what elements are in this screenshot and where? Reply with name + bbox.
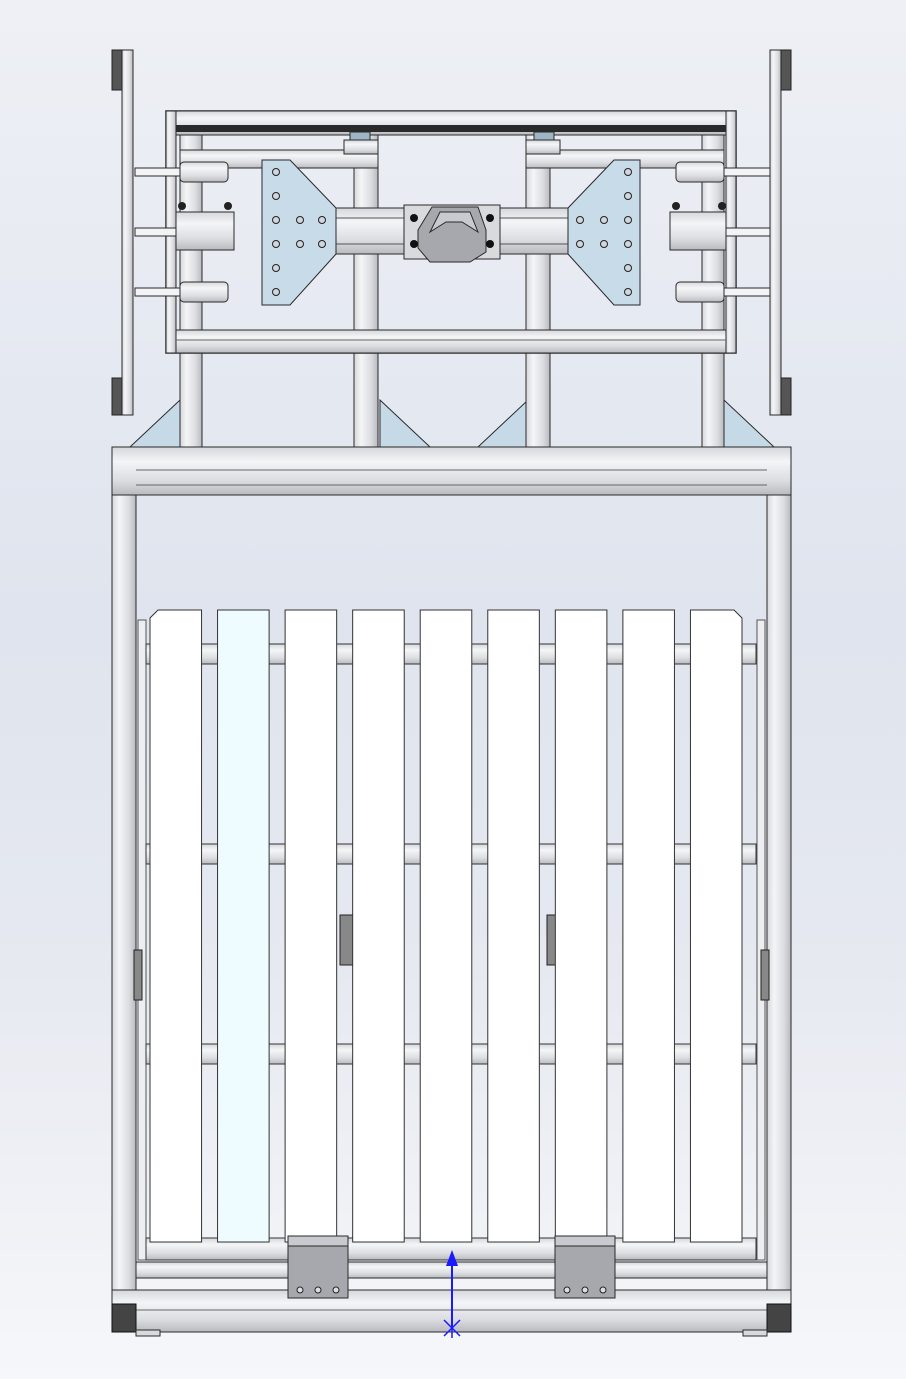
origin-marker-icon: [443, 1318, 461, 1338]
side-plate-clips: [111, 49, 792, 416]
slat-3[interactable]: [284, 609, 338, 1243]
slat-6[interactable]: [487, 609, 540, 1243]
slat-5[interactable]: [419, 609, 473, 1243]
gusset-plates: [128, 398, 776, 448]
bracket-plate-right[interactable]: [567, 159, 641, 306]
side-clamp-blocks: [175, 211, 727, 251]
slat-7[interactable]: [554, 609, 608, 1243]
lower-frame[interactable]: [111, 446, 792, 1337]
upper-clamp-assembly[interactable]: [111, 49, 792, 448]
actuator-carriage[interactable]: [403, 204, 501, 263]
slat-8[interactable]: [622, 609, 675, 1243]
base-corner-blocks: [111, 1303, 792, 1333]
bracket-plate-left[interactable]: [261, 159, 337, 306]
slat-4[interactable]: [352, 609, 405, 1243]
top-mount-blocks: [343, 131, 561, 155]
side-pads: [137, 619, 766, 1261]
origin-triad-icon[interactable]: [443, 1250, 461, 1338]
clamp-top-beam-groove: [176, 125, 726, 132]
slat-2[interactable]: [217, 609, 270, 1243]
clamp-bottom-beam: [175, 329, 727, 354]
base-feet: [135, 1329, 768, 1337]
frame-top-beam: [111, 446, 792, 496]
drive-block-right[interactable]: [554, 1235, 616, 1299]
frame-right-post: [766, 446, 792, 1333]
drive-block-left[interactable]: [287, 1235, 349, 1299]
axis-arrow-icon: [446, 1250, 458, 1266]
slat-1[interactable]: [149, 609, 203, 1243]
slat-9[interactable]: [689, 609, 743, 1243]
linear-bushings: [179, 161, 725, 303]
frame-left-post: [111, 446, 137, 1333]
slat-bed[interactable]: [149, 609, 743, 1243]
upper-cross-bars: [179, 149, 725, 169]
side-clamp-bolts: [178, 202, 726, 210]
